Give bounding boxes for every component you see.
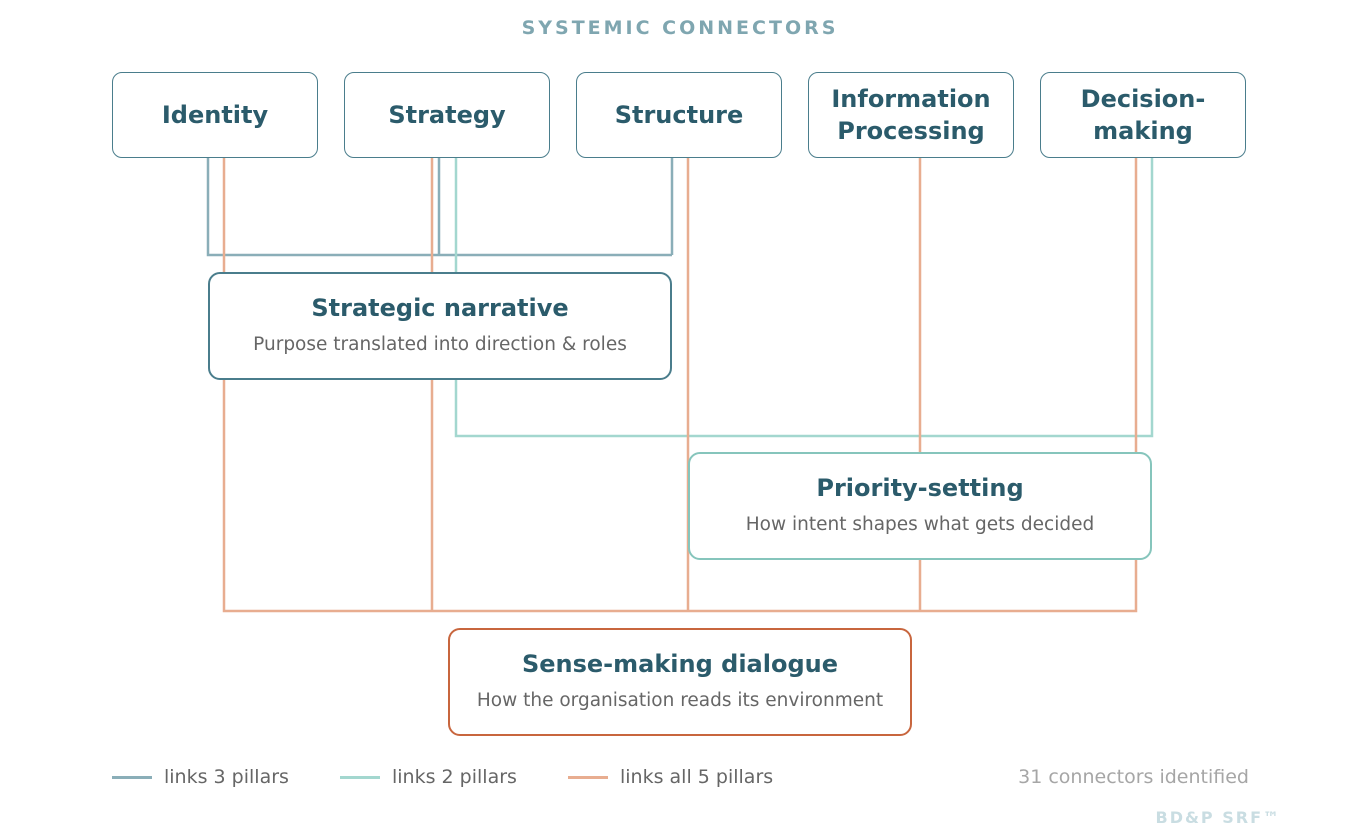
- connector-strategic-narrative: Strategic narrative Purpose translated i…: [208, 272, 672, 380]
- connector-subtitle: How the organisation reads its environme…: [476, 690, 884, 711]
- pillar-identity: Identity: [112, 72, 318, 158]
- wire-5-bus: [222, 158, 1138, 613]
- pillar-label: Strategy: [388, 101, 506, 129]
- connector-priority-setting: Priority-setting How intent shapes what …: [688, 452, 1152, 560]
- connector-sense-making-dialogue: Sense-making dialogue How the organisati…: [448, 628, 912, 736]
- connector-subtitle: Purpose translated into direction & role…: [253, 334, 627, 355]
- wires-3-pillars: [206, 158, 674, 257]
- diagram-title: SYSTEMIC CONNECTORS: [521, 17, 839, 39]
- legend-label: links 3 pillars: [164, 766, 289, 788]
- pillar-label: Structure: [614, 101, 744, 129]
- legend-label: links 2 pillars: [392, 766, 517, 788]
- pillar-strategy: Strategy: [344, 72, 550, 158]
- connector-title: Strategic narrative: [311, 294, 569, 322]
- connector-subtitle: How intent shapes what gets decided: [745, 514, 1095, 535]
- pillar-decision-making: Decision-making: [1040, 72, 1246, 158]
- brand-mark: BD&P SRF™: [1155, 808, 1281, 827]
- connector-title: Sense-making dialogue: [521, 650, 839, 678]
- pillar-label: Decision-making: [1080, 85, 1206, 145]
- legend-item-5-pillars: links all 5 pillars: [568, 766, 773, 788]
- legend-swatch: [340, 775, 380, 779]
- pillar-structure: Structure: [576, 72, 782, 158]
- legend-label: links all 5 pillars: [620, 766, 774, 788]
- pillar-label: Information Processing: [831, 85, 991, 145]
- legend-swatch: [568, 775, 608, 779]
- pillar-label: Identity: [161, 101, 269, 129]
- legend-swatch: [112, 775, 152, 779]
- legend-item-2-pillars: links 2 pillars: [340, 766, 517, 788]
- connector-count: 31 connectors identified: [1018, 766, 1249, 788]
- pillar-information-processing: Information Processing: [808, 72, 1014, 158]
- wire-3-identity: [206, 158, 672, 257]
- legend-item-3-pillars: links 3 pillars: [112, 766, 289, 788]
- connector-title: Priority-setting: [816, 474, 1024, 502]
